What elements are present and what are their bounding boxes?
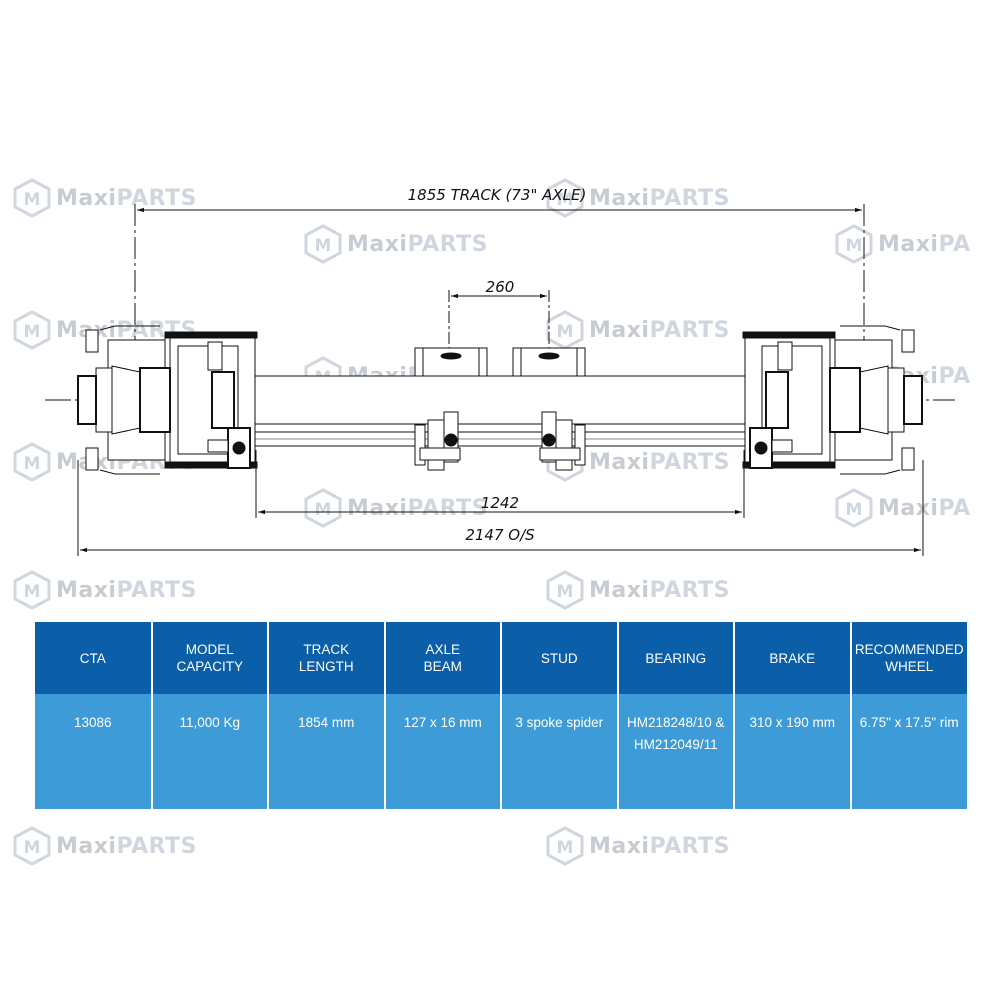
track-dimension-label: 1855 TRACK (73" AXLE) bbox=[408, 186, 587, 204]
spring-dimension-label: 1242 bbox=[481, 494, 519, 512]
cell-stud: 3 spoke spider bbox=[501, 694, 619, 809]
right-wheel-end bbox=[742, 325, 923, 475]
spec-table-header-row: CTA MODEL CAPACITY TRACK LENGTH AXLE BEA… bbox=[35, 622, 967, 694]
axle-drawing: 1855 TRACK (73" AXLE) 260 1242 2147 O/S bbox=[45, 186, 955, 556]
cell-model-capacity: 11,000 Kg bbox=[151, 694, 269, 809]
cell-bearing: HM218248/10 & HM212049/11 bbox=[617, 694, 735, 809]
cell-cta: 13086 bbox=[35, 694, 153, 809]
header-track-length: TRACK LENGTH bbox=[268, 622, 386, 694]
left-wheel-end bbox=[77, 325, 258, 475]
svg-text:M: M bbox=[557, 838, 574, 858]
header-axle-beam: AXLE BEAM bbox=[384, 622, 502, 694]
axle-beam bbox=[235, 375, 765, 425]
spec-table: CTA MODEL CAPACITY TRACK LENGTH AXLE BEA… bbox=[35, 622, 967, 809]
maxiparts-watermark: M MaxiPARTS bbox=[12, 826, 197, 866]
slack-adjuster-left bbox=[414, 411, 461, 471]
cell-track-length: 1854 mm bbox=[268, 694, 386, 809]
header-cta: CTA bbox=[35, 622, 153, 694]
header-recommended-wheel: RECOMMENDED WHEEL bbox=[850, 622, 967, 694]
cell-axle-beam: 127 x 16 mm bbox=[384, 694, 502, 809]
maxiparts-logo-icon: M bbox=[546, 826, 584, 866]
cell-recommended-wheel: 6.75" x 17.5" rim bbox=[850, 694, 967, 809]
maxiparts-watermark: M MaxiPARTS bbox=[545, 826, 730, 866]
header-stud: STUD bbox=[501, 622, 619, 694]
spring-seat-right bbox=[512, 347, 586, 377]
header-brake: BRAKE bbox=[734, 622, 852, 694]
slack-adjuster-right bbox=[539, 411, 586, 471]
overall-dimension-label: 2147 O/S bbox=[465, 526, 535, 544]
center-dimension-label: 260 bbox=[486, 278, 515, 296]
table-row: 13086 11,000 Kg 1854 mm 127 x 16 mm 3 sp… bbox=[35, 694, 967, 809]
header-bearing: BEARING bbox=[617, 622, 735, 694]
header-model-capacity: MODEL CAPACITY bbox=[151, 622, 269, 694]
cell-brake: 310 x 190 mm bbox=[734, 694, 852, 809]
maxiparts-logo-icon: M bbox=[13, 826, 51, 866]
svg-text:M: M bbox=[24, 838, 41, 858]
spring-seat-left bbox=[414, 347, 488, 377]
